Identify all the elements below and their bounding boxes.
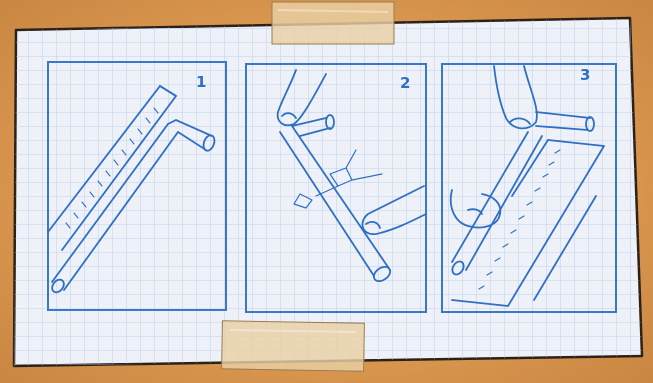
panel-2-number: 2 <box>400 74 410 92</box>
top-tape <box>272 2 394 44</box>
panel-1-number: 1 <box>196 73 206 91</box>
bottom-tape <box>222 321 365 371</box>
panel-3-number: 3 <box>580 66 590 84</box>
paper-sheet <box>14 18 642 366</box>
